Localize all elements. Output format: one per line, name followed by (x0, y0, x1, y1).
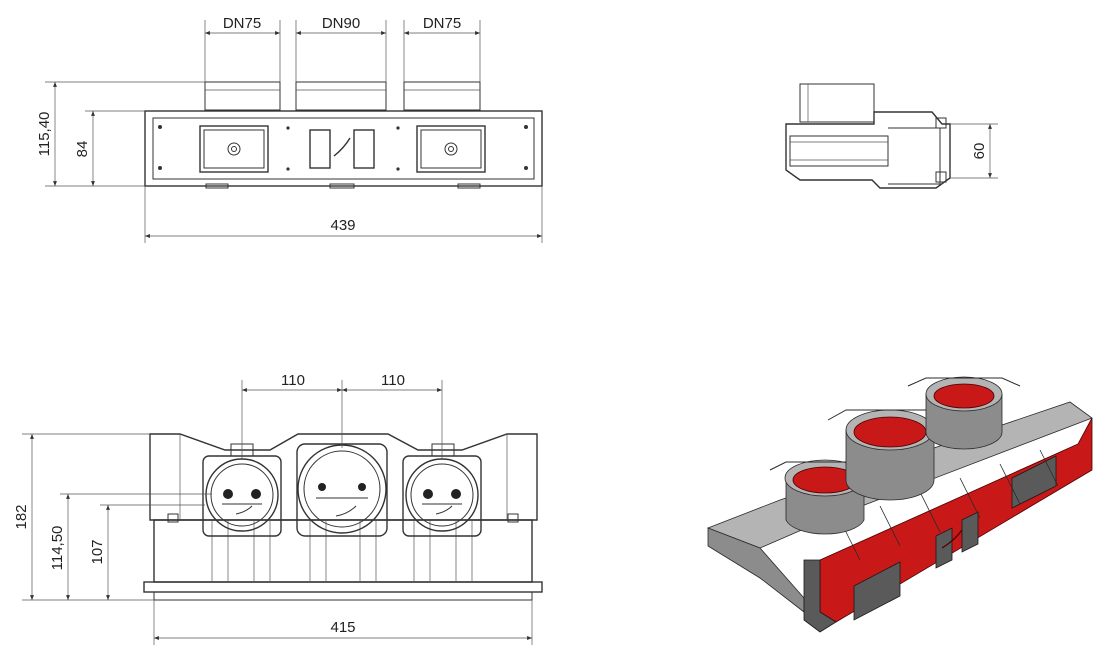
dim-side-height: 60 (971, 143, 988, 160)
top-view: DN75 DN90 DN75 115,40 84 439 (36, 15, 543, 243)
front-view-ribs (211, 520, 473, 582)
front-view: 110 110 182 114,50 107 415 (13, 372, 543, 645)
side-view: 60 (785, 83, 998, 189)
isometric-view (706, 376, 1093, 633)
dim-front-height-axis: 114,50 (49, 526, 66, 571)
dim-front-height-lower: 107 (89, 539, 106, 564)
iso-spigot-left (769, 459, 881, 535)
top-view-spigots (204, 81, 481, 111)
top-view-outer-frame (144, 110, 543, 187)
dim-height-body: 84 (74, 141, 91, 158)
dim-front-height-total: 182 (13, 504, 30, 529)
dim-spacing-right: 110 (381, 372, 405, 389)
iso-ribs (839, 449, 1059, 561)
dim-width-front: 415 (330, 619, 355, 636)
dim-height-total: 115,40 (36, 112, 53, 157)
dim-dn-right: DN75 (423, 15, 461, 32)
dim-dn-left: DN75 (223, 15, 261, 32)
dim-spacing-left: 110 (281, 372, 305, 389)
iso-spigot-center (827, 409, 953, 501)
iso-spigot-right (907, 376, 1021, 450)
dim-width-top: 439 (330, 217, 355, 234)
dim-dn-center: DN90 (322, 15, 360, 32)
